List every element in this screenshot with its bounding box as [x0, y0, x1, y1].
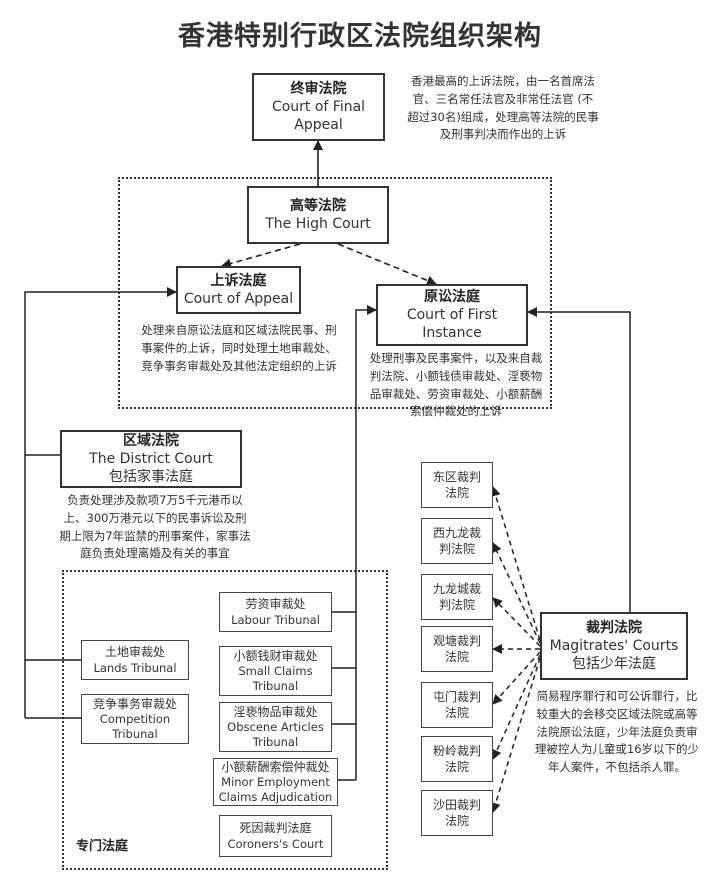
magistrates-description: 简易程序罪行和可公诉罪行，比较重大的会移交区域法院或高等 法院原讼法庭，少年法庭… [534, 689, 700, 775]
mag-court-west-kowloon: 西九龙裁判法院 [421, 518, 493, 564]
magistrates-en: Magitrates' Courts [549, 637, 679, 654]
arrow-high-to-first [337, 243, 437, 286]
appeal-en: Court of Appeal [183, 291, 294, 307]
cfa-en-line1: Court of Final [271, 98, 366, 115]
mag-court-sha-tin: 沙田裁判法院 [421, 790, 493, 836]
arrow-left-bus-to-appeal [24, 287, 177, 718]
arrow-magistrates-to-first [527, 307, 631, 612]
special-tribunals-group [62, 570, 388, 870]
district-description: 负责处理涉及款项7万5千元港币以上、300万港元以下的民事诉讼及刑 期上限为7年… [59, 493, 251, 561]
cfa-en-line2: Appeal [294, 117, 343, 134]
district-zh2: 包括家事法庭 [109, 469, 193, 486]
appeal-zh: 上诉法庭 [210, 272, 267, 289]
high-court-box: 高等法院 The High Court [247, 186, 389, 244]
first-en-line2: Instance [422, 325, 482, 342]
coroners-court-box: 死因裁判法庭 Coroners's Court [219, 815, 332, 857]
first-zh: 原讼法庭 [424, 288, 480, 305]
district-en: The District Court [89, 450, 213, 467]
court-of-final-appeal-box: 终审法院 Court of Final Appeal [252, 73, 385, 141]
first-en-line1: Court of First [406, 306, 498, 323]
high-court-zh: 高等法院 [290, 197, 346, 214]
first-description: 处理刑事及民事案件，以及来自裁判法院、小额钱债审裁处、淫亵物 品审裁处、劳资审裁… [369, 351, 543, 419]
magistrates-zh2: 包括少年法庭 [572, 656, 656, 673]
mag-court-kwun-tong: 观塘裁判法院 [421, 626, 493, 672]
page-title: 香港特别行政区法院组织架构 [178, 21, 542, 52]
labour-tribunal-box: 劳资审裁处 Labour Tribunal [219, 592, 332, 632]
court-of-first-instance-box: 原讼法庭 Court of First Instance [376, 284, 528, 346]
cfa-zh: 终审法院 [290, 80, 347, 97]
high-court-group [118, 177, 552, 409]
small-claims-tribunal-box: 小额钱财审裁处 Small Claims Tribunal [219, 646, 332, 696]
mag-court-eastern: 东区裁判法院 [421, 462, 493, 508]
court-of-appeal-box: 上诉法庭 Court of Appeal [176, 266, 301, 314]
arrow-tribunals-to-first [355, 305, 377, 780]
appeal-description: 处理来自原讼法庭和区域法院民事、刑事案件的上诉，同时处理土地审裁处、竞争事务审裁… [141, 323, 337, 373]
competition-tribunal-box: 竞争事务审裁处 Competition Tribunal [81, 694, 189, 744]
special-tribunals-label: 专门法庭 [76, 839, 129, 854]
lands-tribunal-box: 土地审裁处 Lands Tribunal [81, 640, 189, 680]
magistrates-courts-box: 裁判法院 Magitrates' Courts 包括少年法庭 [540, 612, 688, 680]
minor-employment-claims-box: 小额薪酬索偿仲裁处 Minor Employment Claims Adjudi… [213, 758, 338, 806]
arrow-high-to-appeal [221, 243, 301, 269]
district-zh: 区域法院 [123, 432, 179, 449]
obscene-articles-tribunal-box: 淫亵物品审裁处 Obscene Articles Tribunal [219, 702, 332, 752]
magistrates-zh: 裁判法院 [586, 619, 642, 636]
mag-court-fanling: 粉岭裁判法院 [421, 736, 493, 782]
high-court-en: The High Court [265, 216, 371, 232]
district-court-box: 区域法院 The District Court 包括家事法庭 [60, 430, 242, 488]
mag-court-tuen-mun: 屯门裁判法院 [421, 682, 493, 728]
magistrates-dashed-links [490, 486, 541, 813]
cfa-description: 香港最高的上诉法院，由一名首席法官、三名常任法官及非常任法官 (不 超过30名)… [407, 74, 599, 142]
mag-court-kowloon-city: 九龙城裁判法院 [421, 574, 493, 620]
